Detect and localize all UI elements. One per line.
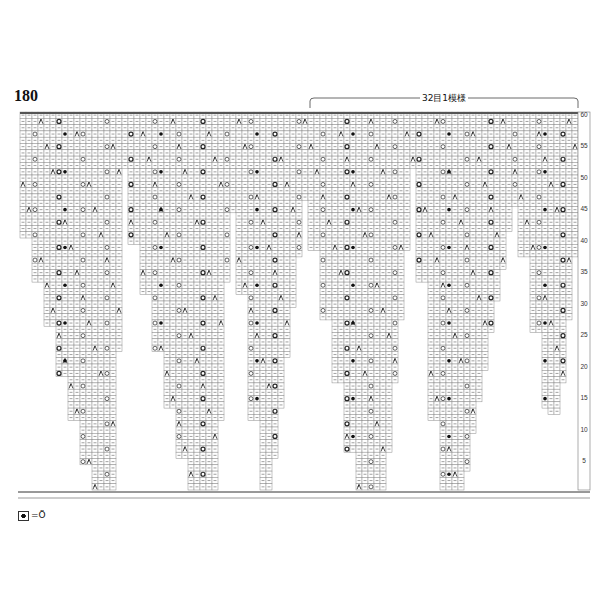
chart-grid <box>20 112 578 490</box>
